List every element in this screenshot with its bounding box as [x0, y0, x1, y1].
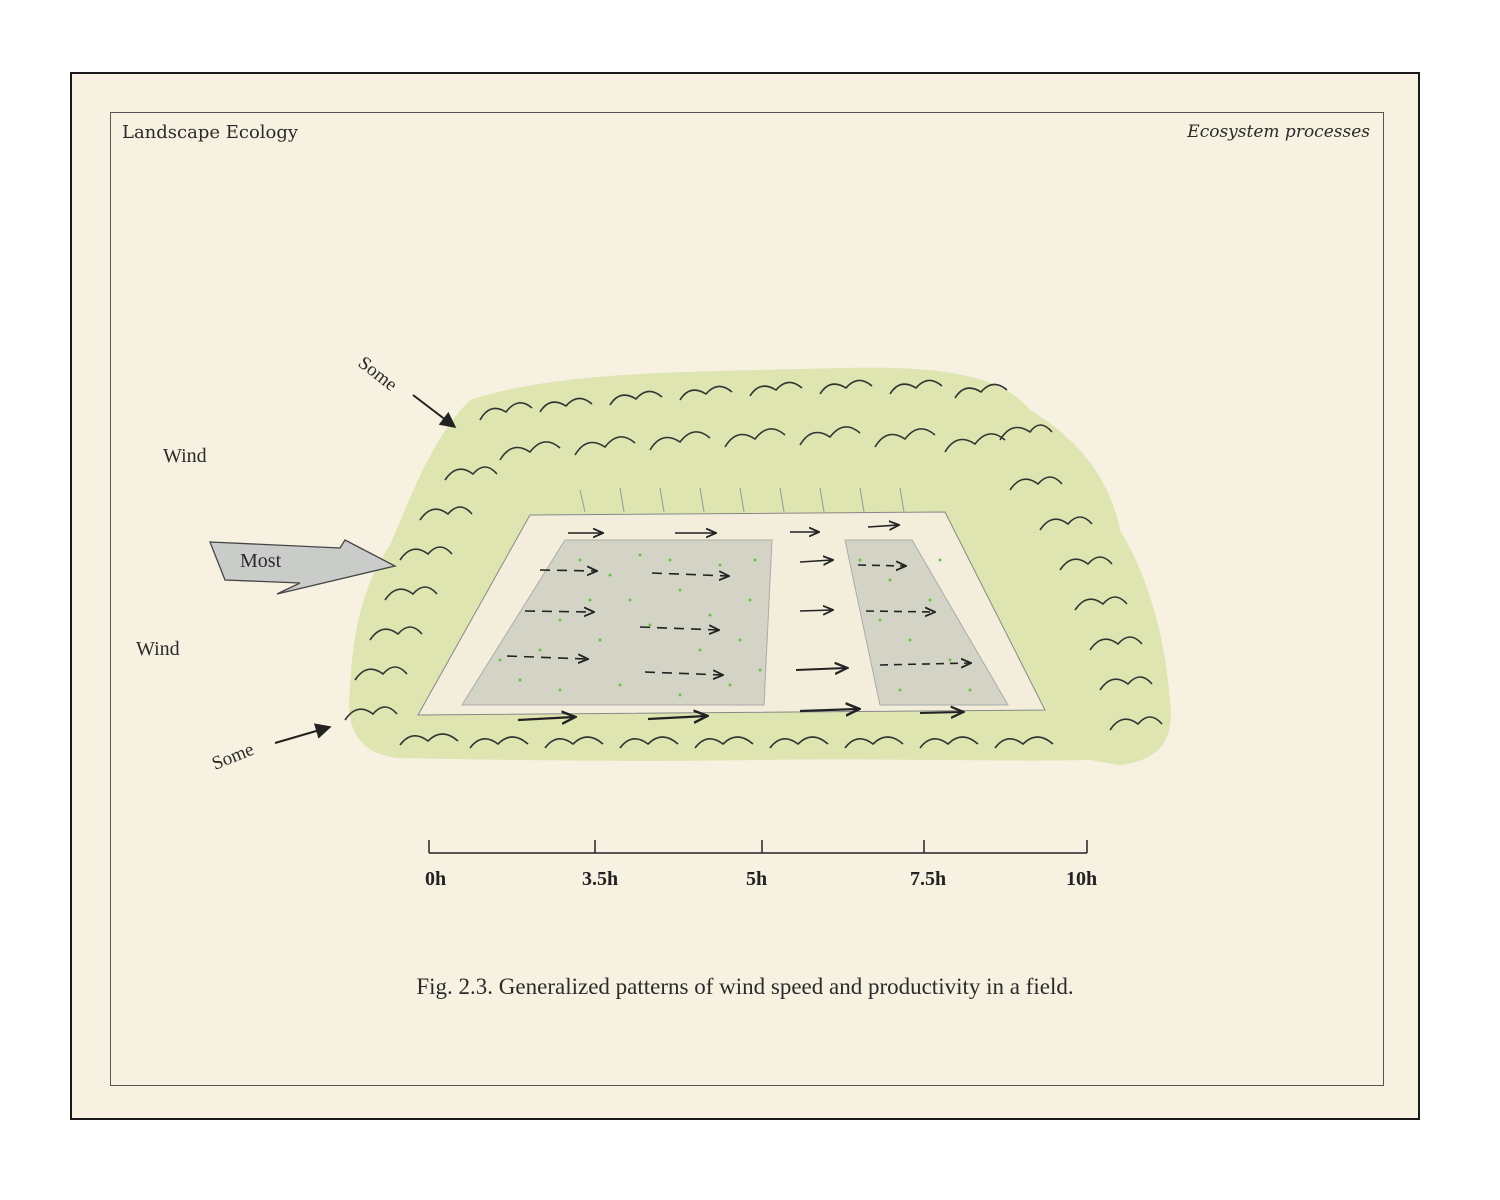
scale-tick-label: 5h — [746, 868, 767, 890]
some-wind-arrow-bottom — [274, 723, 332, 744]
scale-tick-label: 3.5h — [582, 868, 618, 890]
time-scale: 0h 3.5h 5h 7.5h 10h — [425, 840, 1097, 890]
wind-label-top: Wind — [163, 445, 207, 467]
scale-tick-label: 10h — [1066, 868, 1097, 890]
most-label: Most — [240, 550, 282, 572]
crop-speckle — [498, 553, 972, 697]
scale-tick-label: 0h — [425, 868, 446, 890]
wind-label-bottom: Wind — [136, 638, 180, 660]
inner-frame — [110, 112, 1384, 1086]
page-sheet: Landscape Ecology Ecosystem processes Fi… — [70, 72, 1420, 1120]
back-edge-hatching — [579, 487, 905, 513]
some-label-top: Some — [354, 352, 401, 395]
wind-speed-arrows — [506, 525, 970, 720]
header-right: Ecosystem processes — [1187, 122, 1370, 142]
some-label-bottom: Some — [209, 739, 257, 775]
most-wind-arrow — [209, 539, 397, 595]
header-left: Landscape Ecology — [122, 122, 299, 143]
some-wind-arrow-top — [412, 394, 457, 428]
figure-caption: Fig. 2.3. Generalized patterns of wind s… — [416, 974, 1074, 999]
scale-tick-label: 7.5h — [910, 868, 946, 890]
crop-plot-large — [461, 539, 773, 706]
